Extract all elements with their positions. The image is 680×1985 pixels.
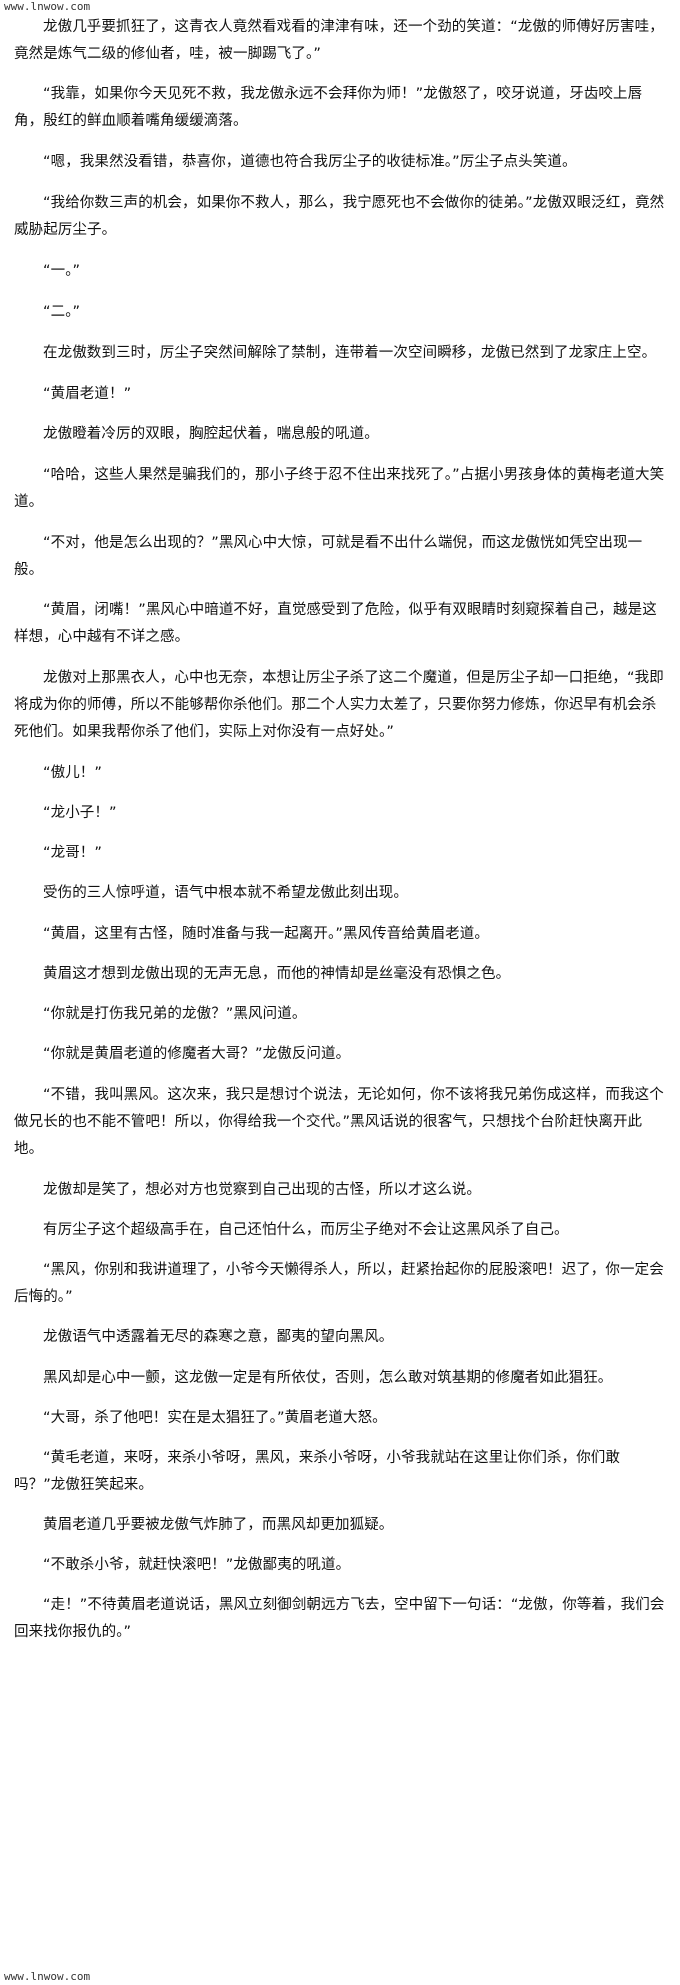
paragraph: “黑风，你别和我讲道理了，小爷今天懒得杀人，所以，赶紧抬起你的屁股滚吧！迟了，你…	[14, 1262, 664, 1305]
watermark-top: www.lnwow.com	[4, 0, 91, 13]
paragraph: “龙小子！”	[43, 805, 117, 821]
paragraph: “嗯，我果然没看错，恭喜你，道德也符合我厉尘子的收徒标准。”厉尘子点头笑道。	[43, 154, 577, 170]
paragraph: 龙傲语气中透露着无尽的森寒之意，鄙夷的望向黑风。	[43, 1329, 394, 1345]
paragraph: 龙傲几乎要抓狂了，这青衣人竟然看戏看的津津有味，还一个劲的笑道：“龙傲的师傅好厉…	[14, 19, 664, 62]
paragraph: “不对，他是怎么出现的？”黑风心中大惊，可就是看不出什么端倪，而这龙傲恍如凭空出…	[14, 535, 643, 578]
paragraph: “一。”	[43, 263, 81, 279]
paragraph: 黄眉老道几乎要被龙傲气炸肺了，而黑风却更加狐疑。	[43, 1517, 394, 1533]
paragraph: “我给你数三声的机会，如果你不救人，那么，我宁愿死也不会做你的徒弟。”龙傲双眼泛…	[14, 195, 665, 238]
paragraph: “哈哈，这些人果然是骗我们的，那小子终于忍不住出来找死了。”占据小男孩身体的黄梅…	[14, 467, 665, 510]
paragraph: “你就是黄眉老道的修魔者大哥？”龙傲反问道。	[43, 1046, 351, 1062]
paragraph: “不敢杀小爷，就赶快滚吧！”龙傲鄙夷的吼道。	[43, 1557, 351, 1573]
paragraph: 黑风却是心中一颤，这龙傲一定是有所依仗，否则，怎么敢对筑基期的修魔者如此猖狂。	[43, 1370, 613, 1386]
paragraph: 龙傲对上那黑衣人，心中也无奈，本想让厉尘子杀了这二个魔道，但是厉尘子却一口拒绝，…	[14, 670, 664, 740]
paragraph: “傲儿！”	[43, 765, 103, 781]
paragraph: “黄眉，这里有古怪，随时准备与我一起离开。”黑风传音给黄眉老道。	[43, 926, 489, 942]
paragraph: “龙哥！”	[43, 845, 103, 861]
paragraph: “大哥，杀了他吧！实在是太猖狂了。”黄眉老道大怒。	[43, 1410, 387, 1426]
paragraph: 受伤的三人惊呼道，语气中根本就不希望龙傲此刻出现。	[43, 885, 408, 901]
paragraph: 在龙傲数到三时，厉尘子突然间解除了禁制，连带着一次空间瞬移，龙傲已然到了龙家庄上…	[43, 345, 657, 361]
paragraph: “二。”	[43, 304, 81, 320]
paragraph: “黄眉，闭嘴！”黑风心中暗道不好，直觉感受到了危险，似乎有双眼睛时刻窥探着自己，…	[14, 602, 657, 645]
paragraph: 龙傲瞪着冷厉的双眼，胸腔起伏着，喘息般的吼道。	[43, 426, 379, 442]
watermark-bottom: www.lnwow.com	[4, 1970, 91, 1983]
paragraph: “走！”不待黄眉老道说话，黑风立刻御剑朝远方飞去，空中留下一句话：“龙傲，你等着…	[14, 1597, 665, 1640]
paragraph: “我靠，如果你今天见死不救，我龙傲永远不会拜你为师！”龙傲怒了，咬牙说道，牙齿咬…	[14, 86, 643, 129]
paragraph: 黄眉这才想到龙傲出现的无声无息，而他的神情却是丝毫没有恐惧之色。	[43, 966, 511, 982]
paragraph: “不错，我叫黑风。这次来，我只是想讨个说法，无论如何，你不该将我兄弟伤成这样，而…	[14, 1087, 664, 1157]
article-body: 龙傲几乎要抓狂了，这青衣人竟然看戏看的津津有味，还一个劲的笑道：“龙傲的师傅好厉…	[14, 14, 666, 1646]
paragraph: 有厉尘子这个超级高手在，自己还怕什么，而厉尘子绝对不会让这黑风杀了自己。	[43, 1222, 569, 1238]
paragraph: “你就是打伤我兄弟的龙傲？”黑风问道。	[43, 1006, 307, 1022]
paragraph: “黄眉老道！”	[43, 386, 132, 402]
paragraph: 龙傲却是笑了，想必对方也觉察到自己出现的古怪，所以才这么说。	[43, 1182, 481, 1198]
paragraph: “黄毛老道，来呀，来杀小爷呀，黑风，来杀小爷呀，小爷我就站在这里让你们杀，你们敢…	[14, 1450, 621, 1493]
